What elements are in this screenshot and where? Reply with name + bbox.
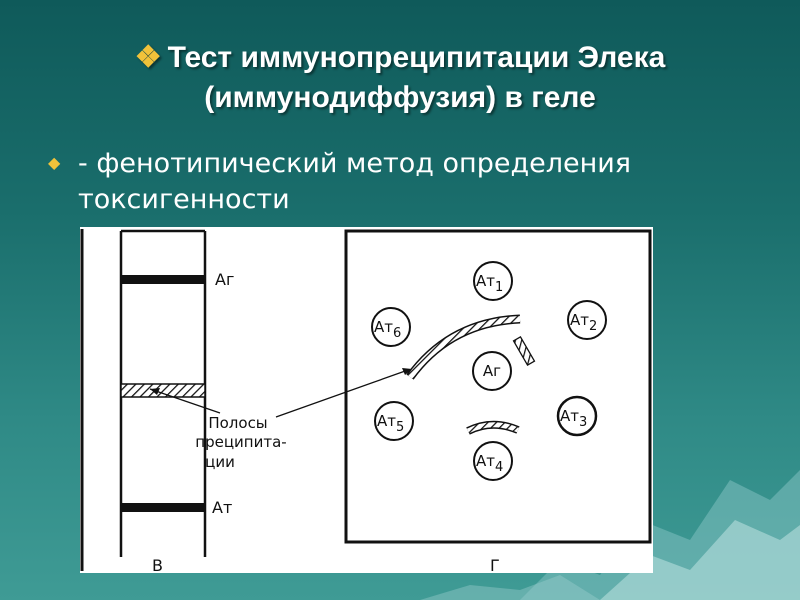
well-antibody-5: Ат5 [374,401,414,441]
well-antibody-3: Ат3 [556,395,598,437]
immunodiffusion-figure: Аг Ат В Полосы преципита- ции Г [80,227,653,573]
slide-title: ❖Тест иммунопреципитации Элека (иммуноди… [40,38,760,118]
well-label-center: Аг [483,362,501,380]
precipitation-band [120,383,206,398]
well-antibody-4: Ат4 [473,441,513,481]
diamond-bullet-icon: ❖ [134,41,162,74]
precipitation-arc-bottom [466,422,519,434]
strip-label-antibody: Ат [212,498,232,517]
well-label-6: Ат6 [374,318,401,341]
well-antibody-2: Ат2 [567,300,607,340]
callout-line-3: ции [205,453,235,471]
antigen-band [121,275,205,284]
well-label-3: Ат3 [560,407,587,430]
gel-strip-panel: Аг Ат В [119,229,234,573]
callout-line-1: Полосы [208,414,267,432]
callout-line-2: преципита- [195,433,286,451]
well-label-1: Ат1 [476,272,503,295]
precipitation-arc-small [512,335,536,367]
precipitation-callout: Полосы преципита- ции [149,368,412,471]
antibody-band [121,503,205,512]
diamond-bullet-icon: ◆ [48,153,61,172]
precipitation-arc-large [407,316,521,379]
title-line-2: (иммунодиффузия) в геле [204,81,596,114]
well-antibody-1: Ат1 [473,261,513,301]
well-antigen-center: Аг [472,351,512,391]
panel-caption-left: В [152,556,163,573]
double-diffusion-panel: Г Ат1 Ат2 Ат3 Ат4 [344,229,652,573]
well-label-5: Ат5 [377,412,404,435]
well-antibody-6: Ат6 [371,307,411,347]
strip-label-antigen: Аг [215,270,234,289]
bullet-text: - фенотипический метод определения токси… [78,148,632,215]
panel-caption-right: Г [490,556,500,573]
title-line-1: Тест иммунопреципитации Элека [167,41,666,74]
well-label-4: Ат4 [476,452,503,475]
well-label-2: Ат2 [570,311,597,334]
